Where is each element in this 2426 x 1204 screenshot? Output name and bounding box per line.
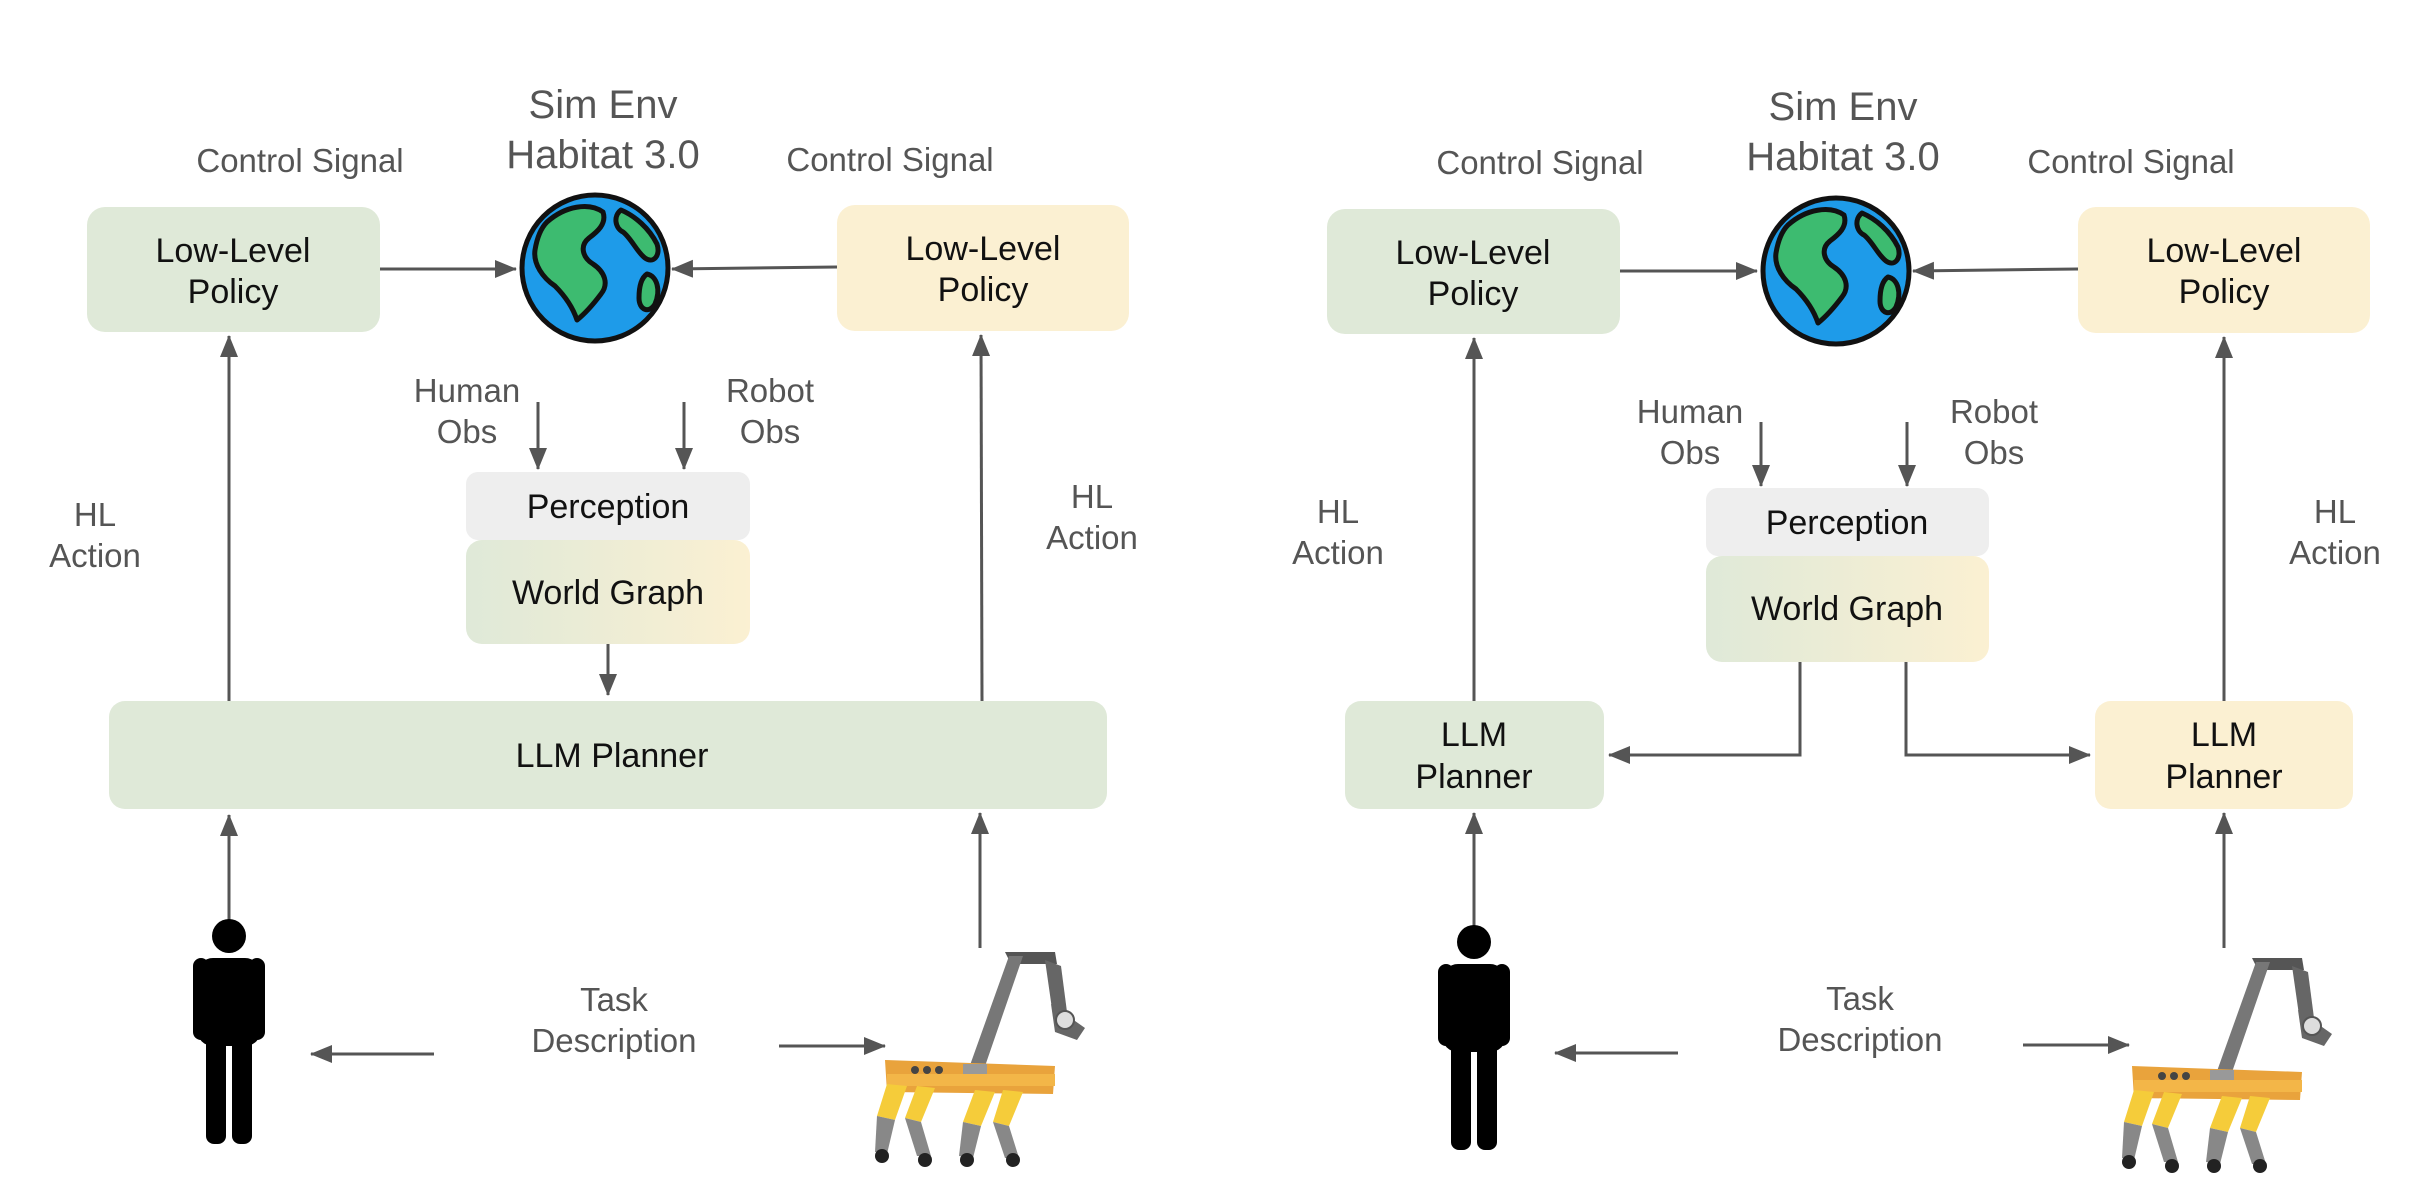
perception-box xyxy=(1706,488,1989,556)
human-low-level-policy-line2: Policy xyxy=(188,273,279,311)
robot-low-level-policy-box xyxy=(837,205,1129,331)
hl-action-right-line2: Action xyxy=(2289,534,2381,571)
arrow-planner-to-robot-policy xyxy=(972,334,991,702)
world-graph-box xyxy=(466,540,750,644)
world-graph-label: World Graph xyxy=(1751,590,1943,628)
robot-obs-line1: Robot xyxy=(726,372,814,409)
robot-low-level-policy-line2: Policy xyxy=(2179,273,2270,311)
human-icon xyxy=(1438,925,1510,1150)
robot-llm-planner-line2: Planner xyxy=(2165,758,2282,796)
human-low-level-policy-box xyxy=(1327,209,1620,334)
robot-low-level-policy-line1: Low-Level xyxy=(2147,232,2302,270)
human-obs-line1: Human xyxy=(414,372,520,409)
arrow-world-graph-to-human-planner xyxy=(1608,662,1802,764)
robot-low-level-policy-box xyxy=(2078,207,2370,333)
task-description-line1: Task xyxy=(580,981,648,1018)
robot-llm-planner-line1: LLM xyxy=(2191,716,2257,754)
control-signal-right-label: Control Signal xyxy=(786,141,993,178)
sim-env-subtitle: Habitat 3.0 xyxy=(506,133,699,177)
llm-planner-box xyxy=(109,701,1107,809)
robot-llm-planner-box xyxy=(2095,701,2353,809)
robot-dog-icon xyxy=(2121,957,2333,1174)
hl-action-left-line1: HL xyxy=(1317,493,1359,530)
human-obs-line2: Obs xyxy=(437,413,498,450)
perception-label: Perception xyxy=(1766,504,1929,542)
hl-action-right-line1: HL xyxy=(2314,493,2356,530)
arrow-world-graph-to-robot-planner xyxy=(1904,662,2091,764)
control-signal-left-label: Control Signal xyxy=(1436,144,1643,181)
arrow-robot-policy-to-env xyxy=(1912,261,2079,280)
arrow-robot-policy-to-env xyxy=(671,259,838,278)
world-graph-box xyxy=(1706,556,1989,662)
human-low-level-policy-box xyxy=(87,207,380,332)
perception-box xyxy=(466,472,750,540)
panel-decentralized: Sim Env Habitat 3.0 Control Signal Contr… xyxy=(1292,85,2381,1174)
robot-low-level-policy-line1: Low-Level xyxy=(906,230,1061,268)
sim-env-title: Sim Env xyxy=(1769,85,1918,129)
llm-planner-label: LLM Planner xyxy=(516,737,709,775)
hl-action-right-line2: Action xyxy=(1046,519,1138,556)
perception-label: Perception xyxy=(527,488,690,526)
hl-action-left-line2: Action xyxy=(1292,534,1384,571)
human-obs-line2: Obs xyxy=(1660,434,1721,471)
task-description-line2: Description xyxy=(1777,1021,1942,1058)
task-description-line1: Task xyxy=(1826,980,1894,1017)
human-low-level-policy-line2: Policy xyxy=(1428,275,1519,313)
human-low-level-policy-line1: Low-Level xyxy=(1396,234,1551,272)
robot-low-level-policy-line2: Policy xyxy=(938,271,1029,309)
hl-action-left-line1: HL xyxy=(74,496,116,533)
control-signal-right-label: Control Signal xyxy=(2027,143,2234,180)
control-signal-left-label: Control Signal xyxy=(196,142,403,179)
human-icon xyxy=(193,919,265,1144)
robot-obs-line1: Robot xyxy=(1950,393,2038,430)
task-description-line2: Description xyxy=(531,1022,696,1059)
robot-dog-icon xyxy=(874,951,1086,1168)
globe-icon xyxy=(522,195,668,341)
world-graph-label: World Graph xyxy=(512,574,704,612)
robot-obs-line2: Obs xyxy=(740,413,801,450)
human-obs-line1: Human xyxy=(1637,393,1743,430)
globe-icon xyxy=(1763,198,1909,344)
hl-action-left-line2: Action xyxy=(49,537,141,574)
sim-env-subtitle: Habitat 3.0 xyxy=(1746,135,1939,179)
panel-centralized: Sim Env Habitat 3.0 Control Signal Contr… xyxy=(49,83,1138,1168)
human-llm-planner-box xyxy=(1345,701,1604,809)
human-low-level-policy-line1: Low-Level xyxy=(156,232,311,270)
robot-obs-line2: Obs xyxy=(1964,434,2025,471)
hl-action-right-line1: HL xyxy=(1071,478,1113,515)
human-llm-planner-line1: LLM xyxy=(1441,716,1507,754)
human-llm-planner-line2: Planner xyxy=(1415,758,1532,796)
sim-env-title: Sim Env xyxy=(529,83,678,127)
